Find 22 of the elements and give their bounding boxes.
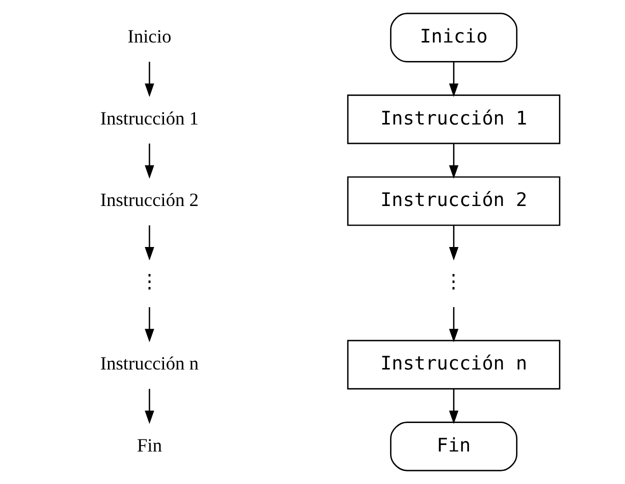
arrow <box>144 307 154 342</box>
arrow <box>144 62 154 97</box>
node-text: Inicio <box>127 26 171 48</box>
node-text: Instrucción 1 <box>100 108 198 130</box>
arrow <box>144 388 154 424</box>
node-text: ⋮ <box>444 272 463 293</box>
arrow <box>448 307 458 342</box>
arrow <box>144 225 154 260</box>
arrow <box>144 144 154 179</box>
node-text: Instrucción n <box>100 354 198 375</box>
node-box: Inicio <box>390 12 517 62</box>
arrow <box>448 62 458 97</box>
node-text: Fin <box>136 435 162 456</box>
node-text: Instrucción 2 <box>100 190 198 212</box>
node-text: ⋮ <box>139 272 158 293</box>
node-box: Instrucción 2 <box>346 176 560 226</box>
arrow <box>448 225 458 260</box>
arrow <box>448 388 458 424</box>
arrow <box>448 144 458 179</box>
node-box: Instrucción 1 <box>346 94 560 144</box>
node-box: Instrucción n <box>346 340 560 390</box>
node-box: Fin <box>390 422 517 472</box>
